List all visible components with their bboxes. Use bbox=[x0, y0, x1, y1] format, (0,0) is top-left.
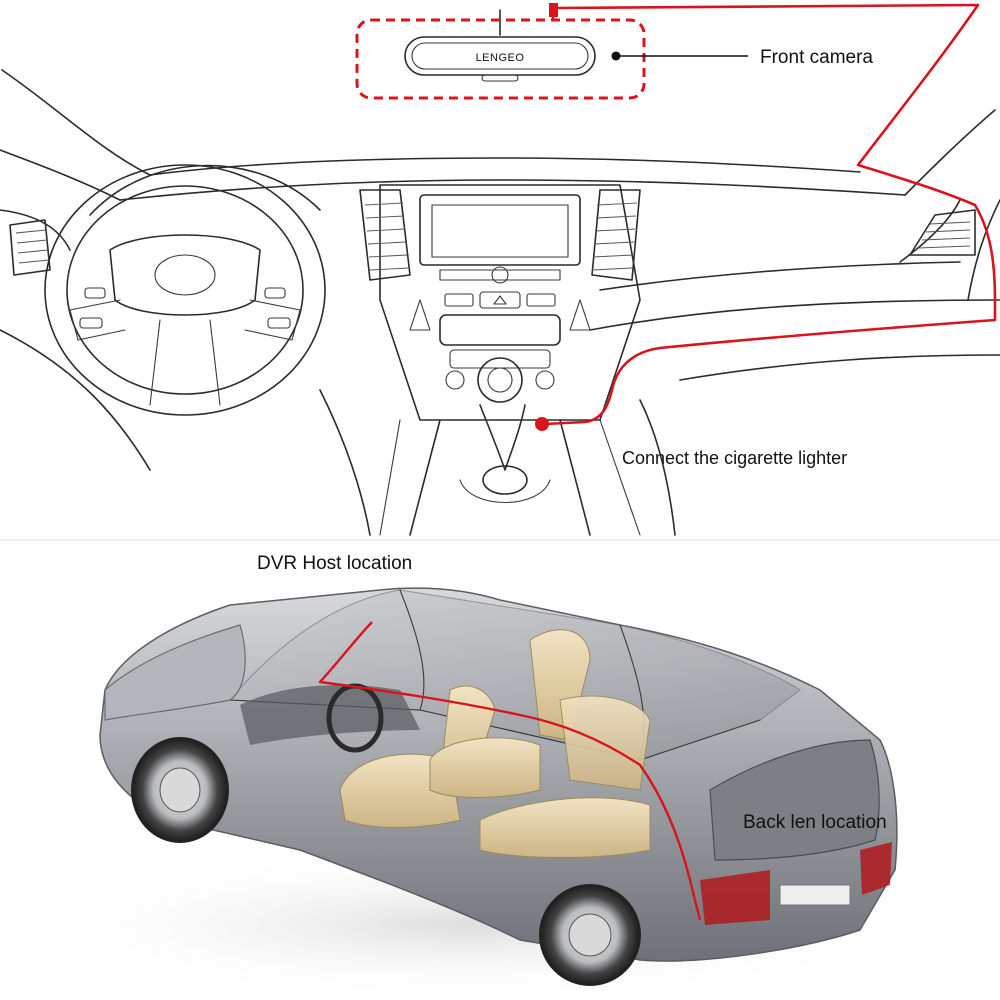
front-camera-label: Front camera bbox=[760, 47, 873, 68]
dvr-host-label: DVR Host location bbox=[257, 553, 412, 574]
back-lens-label: Back len location bbox=[743, 812, 887, 833]
front-seats bbox=[339, 629, 591, 828]
license-plate bbox=[779, 884, 851, 906]
tail-light-left bbox=[700, 870, 770, 925]
cigarette-lighter-socket bbox=[535, 417, 549, 431]
rear-wheel bbox=[539, 884, 641, 986]
steering-wheel bbox=[44, 164, 326, 416]
mirror-brand-label: LENGEO bbox=[476, 52, 525, 64]
rear-seats bbox=[479, 695, 651, 858]
gear-shifter bbox=[379, 404, 641, 536]
left-air-vent bbox=[9, 219, 51, 276]
rearview-mirror: LENGEO bbox=[404, 9, 596, 82]
rear-window bbox=[709, 739, 880, 861]
car-cutaway-illustration bbox=[0, 587, 940, 1000]
tail-light-right bbox=[860, 842, 892, 895]
front-wheel bbox=[131, 737, 229, 843]
cigarette-lighter-label: Connect the cigarette lighter bbox=[622, 448, 847, 468]
right-air-vent bbox=[909, 209, 976, 256]
front-camera-highlight bbox=[355, 18, 646, 100]
center-console bbox=[359, 184, 641, 421]
wire-clip-top bbox=[549, 3, 558, 17]
car-hood bbox=[104, 624, 246, 721]
rear-camera-cable-route bbox=[318, 621, 702, 921]
dashboard-illustration: LENGEO bbox=[0, 3, 1000, 536]
front-camera-pointer bbox=[611, 51, 748, 61]
